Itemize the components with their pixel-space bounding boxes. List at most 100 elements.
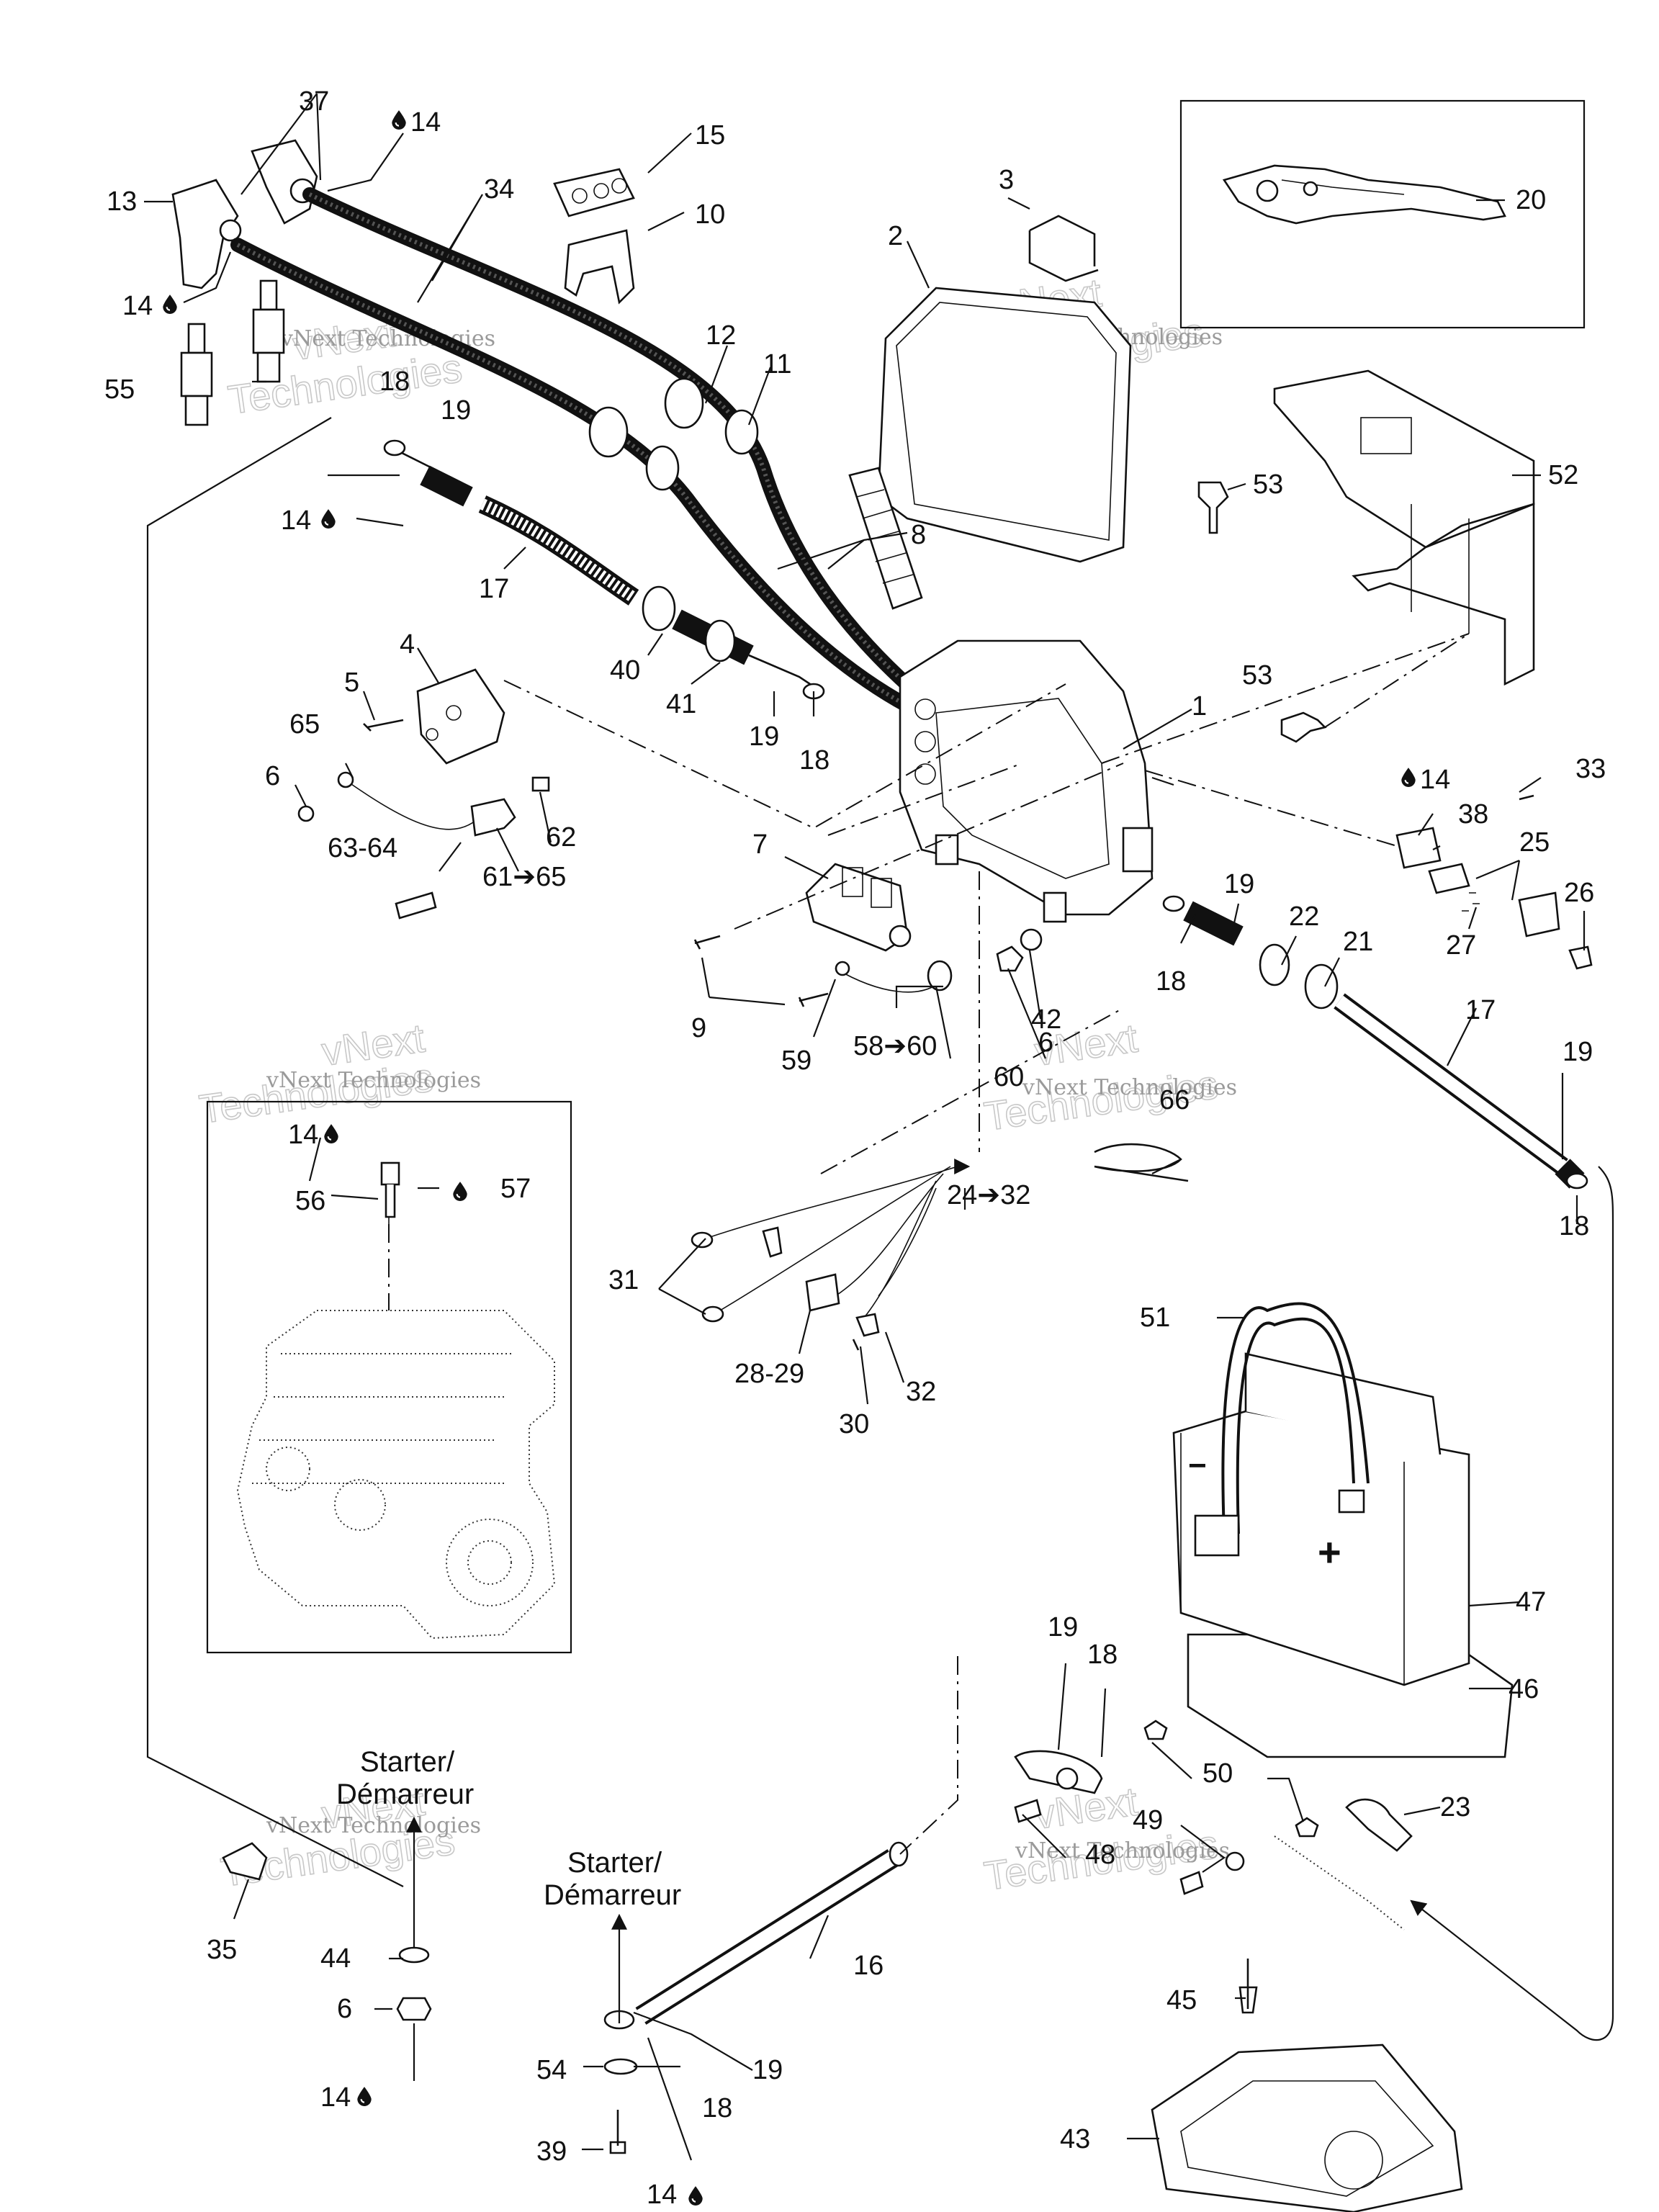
callout-19: 19 (749, 721, 779, 752)
callout-48: 48 (1085, 1840, 1115, 1870)
callout-2: 2 (888, 221, 903, 251)
part-6-nut (396, 1997, 432, 2021)
callout-23: 23 (1440, 1792, 1470, 1822)
callout-13: 13 (107, 186, 137, 217)
callout-59: 59 (781, 1046, 811, 1076)
callout-39: 39 (536, 2136, 567, 2167)
callout-54: 54 (536, 2055, 567, 2085)
wire-harness (691, 1166, 958, 1351)
part-48-bolt (1179, 1871, 1204, 1895)
battery-cable-right (1162, 895, 1588, 1190)
callout-7: 7 (752, 830, 768, 860)
callout-55: 55 (104, 374, 135, 405)
drop-icon (162, 294, 178, 314)
callout-21: 21 (1343, 927, 1373, 957)
callout-33: 33 (1575, 754, 1606, 784)
callout-3: 3 (999, 165, 1014, 195)
callout-14: 14 (320, 2082, 351, 2113)
part-39-bolt (609, 2110, 626, 2154)
callout-24-32: 24➔32 (947, 1180, 1030, 1210)
callout-19: 19 (441, 395, 471, 426)
callout-18: 18 (799, 745, 830, 775)
part-62-fuse (531, 776, 550, 792)
callout-18: 18 (379, 367, 410, 397)
ignition-coil (805, 863, 912, 952)
part-6-nut (297, 805, 315, 822)
callout-1: 1 (1192, 691, 1207, 721)
callout-28-29: 28-29 (734, 1359, 804, 1389)
callout-12: 12 (706, 320, 736, 351)
callout-35: 35 (207, 1935, 237, 1965)
part-54-washer (603, 2058, 638, 2075)
drop-icon (1401, 767, 1416, 787)
callout-18: 18 (1559, 1211, 1589, 1241)
callout-52: 52 (1548, 460, 1578, 490)
callout-62: 62 (546, 822, 576, 853)
callout-6: 6 (1038, 1028, 1053, 1058)
battery: − + (1172, 1302, 1514, 1758)
starter-label-line1: Starter/ (360, 1746, 455, 1778)
drop-icon (320, 508, 336, 529)
callout-14: 14 (410, 107, 441, 138)
crimp-tool-inset (1179, 99, 1586, 329)
relay-module (416, 668, 505, 765)
callout-34: 34 (484, 174, 514, 204)
engine-inset (206, 1100, 572, 1654)
part-42-washer (1020, 928, 1043, 951)
part-59-ring (835, 961, 850, 976)
battery-minus: − (1188, 1448, 1207, 1483)
callout-43: 43 (1060, 2124, 1090, 2154)
callout-18: 18 (1087, 1640, 1118, 1670)
callout-56: 56 (295, 1186, 325, 1216)
callout-18: 18 (1156, 966, 1186, 997)
part-53-screw (1280, 711, 1327, 743)
battery-cable-left (383, 439, 825, 700)
callout-19: 19 (1224, 869, 1254, 899)
callout-19: 19 (1048, 1612, 1078, 1642)
battery-plus: + (1318, 1529, 1341, 1575)
part-49-washer (1056, 1767, 1079, 1790)
part-9-screw (693, 935, 721, 950)
part-35-terminal (222, 1842, 268, 1881)
callout-14: 14 (288, 1120, 318, 1150)
callout-50: 50 (1202, 1758, 1233, 1789)
part-45-screw (1238, 1959, 1258, 2014)
drop-icons (162, 109, 1416, 2206)
connector-25 (1395, 794, 1593, 970)
callout-61-65: 61➔65 (482, 862, 566, 892)
callout-5: 5 (344, 667, 359, 698)
callout-60: 60 (994, 1062, 1024, 1092)
callout-6: 6 (337, 1994, 352, 2024)
routing-lines (146, 417, 1614, 2041)
callout-22: 22 (1289, 902, 1319, 932)
callout-53: 53 (1253, 469, 1283, 500)
callout-14: 14 (122, 291, 153, 321)
callout-27: 27 (1446, 930, 1476, 961)
part-44-washer (398, 1946, 430, 1964)
part-23-boot (1345, 1798, 1413, 1852)
cable-clips (553, 168, 635, 305)
callout-11: 11 (763, 349, 791, 379)
watermark-small: vNext Technologies (1015, 1838, 1230, 1863)
callout-37: 37 (299, 86, 329, 117)
callout-8: 8 (911, 520, 926, 550)
part-60-cap (927, 960, 953, 992)
part-50-nut (1295, 1817, 1319, 1838)
part-49-washer (1225, 1851, 1245, 1871)
drop-icon (356, 2086, 372, 2106)
callout-58-60: 58➔60 (853, 1031, 937, 1061)
callout-17: 17 (479, 574, 509, 604)
callout-19: 19 (1563, 1037, 1593, 1067)
cable-ghost (1274, 1835, 1405, 1930)
grommet-sleeve (848, 467, 923, 610)
part-5-screw (363, 719, 404, 732)
starter-label-line2: Démarreur (544, 1879, 681, 1911)
watermark-small: vNext Technologies (266, 1068, 481, 1093)
callout-32: 32 (906, 1377, 936, 1407)
callout-16: 16 (853, 1951, 884, 1981)
assembly-lines (503, 633, 1470, 1855)
callout-20: 20 (1516, 185, 1546, 215)
callout-6: 6 (265, 761, 280, 791)
callout-4: 4 (400, 629, 415, 660)
